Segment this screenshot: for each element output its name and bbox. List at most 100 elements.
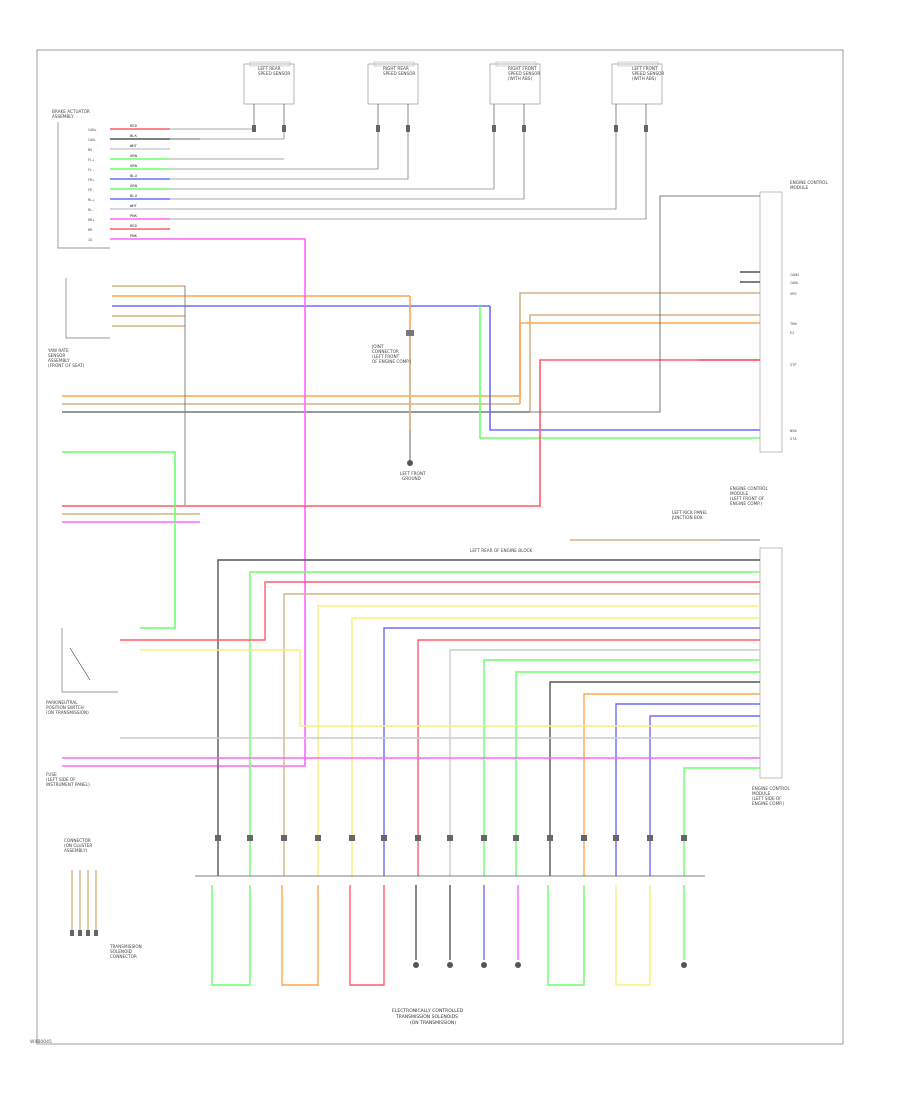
svg-text:JUNCTION BOX: JUNCTION BOX [671, 515, 703, 520]
fuse-label: FUSE (LEFT SIDE OF INSTRUMENT PANEL) [46, 772, 90, 787]
svg-text:RED: RED [130, 223, 138, 228]
svg-text:SOLENOID: SOLENOID [110, 949, 132, 954]
svg-text:IG: IG [88, 238, 92, 242]
svg-text:YAW RATE: YAW RATE [47, 348, 69, 353]
svg-text:LEFT KICK PANEL: LEFT KICK PANEL [672, 510, 708, 515]
sensor-feed-lines [170, 128, 647, 220]
svg-text:MODULE: MODULE [752, 791, 771, 796]
sensor-rr-label: RIGHT REAR [383, 66, 409, 71]
sensor-lr-label: LEFT REAR [258, 66, 281, 71]
svg-text:(LEFT SIDE OF: (LEFT SIDE OF [752, 796, 782, 801]
svg-text:(ON CLUSTER: (ON CLUSTER [64, 843, 92, 848]
svg-text:RL+: RL+ [88, 198, 95, 202]
red-line-mid [62, 359, 760, 507]
svg-text:(LEFT SIDE OF: (LEFT SIDE OF [46, 777, 76, 782]
brake-actuator-label: BRAKE ACTUATOR [52, 109, 90, 114]
green-line-left [62, 451, 176, 629]
svg-text:WHT: WHT [130, 143, 138, 148]
svg-text:GROUND: GROUND [402, 476, 421, 481]
diagram-frame [36, 49, 844, 1045]
svg-text:CANL: CANL [790, 281, 799, 285]
sensor-lf-label: LEFT FRONT [632, 66, 658, 71]
svg-text:WHT: WHT [130, 203, 138, 208]
mid-bus [62, 292, 760, 439]
svg-text:ELECTRONICALLY CONTROLLED: ELECTRONICALLY CONTROLLED [392, 1008, 464, 1014]
svg-text:RR-: RR- [88, 228, 95, 232]
sensor-right-front: RIGHT FRONT SPEED SENSOR (WITH ABS) [489, 61, 540, 125]
svg-text:MODULE: MODULE [790, 185, 809, 190]
svg-text:STP: STP [790, 363, 797, 367]
svg-text:ASSEMBLY: ASSEMBLY [48, 358, 70, 363]
svg-text:LEFT FRONT: LEFT FRONT [400, 471, 426, 476]
svg-text:BLK: BLK [130, 133, 138, 138]
svg-text:JOINT: JOINT [371, 344, 384, 349]
svg-text:SPD: SPD [790, 292, 797, 296]
svg-text:(ON TRANSMISSION): (ON TRANSMISSION) [46, 710, 89, 715]
svg-text:BLU: BLU [130, 173, 138, 178]
ecu-top-right: ENGINE CONTROL MODULE ENGINE CONTROL MOD… [530, 180, 828, 506]
svg-text:FL+: FL+ [88, 158, 95, 162]
yaw-wires [112, 285, 490, 327]
sensor-connectors [252, 125, 648, 132]
svg-text:FR+: FR+ [88, 178, 95, 182]
ecu-top-right-wires [700, 271, 760, 361]
svg-text:LEFT REAR OF ENGINE BLOCK: LEFT REAR OF ENGINE BLOCK [470, 548, 533, 553]
svg-text:CANH: CANH [790, 273, 799, 277]
svg-text:(ON TRANSMISSION): (ON TRANSMISSION) [410, 1020, 456, 1026]
svg-text:(WITH ABS): (WITH ABS) [508, 76, 532, 81]
svg-text:PNK: PNK [130, 213, 138, 218]
sensor-rf-label: RIGHT FRONT [508, 66, 537, 71]
bottom-left-connector: CONNECTOR (ON CLUSTER ASSEMBLY) TRANSMIS… [64, 838, 142, 959]
svg-text:CONNECTOR: CONNECTOR [64, 838, 91, 843]
svg-text:BS: BS [88, 148, 92, 152]
svg-text:ENGINE CONTROL: ENGINE CONTROL [752, 786, 790, 791]
svg-text:ENGINE CONTROL: ENGINE CONTROL [730, 486, 768, 491]
svg-text:CONNECTOR: CONNECTOR [110, 954, 137, 959]
svg-text:FL-: FL- [88, 168, 95, 172]
svg-text:TRANSMISSION SOLENOIDS: TRANSMISSION SOLENOIDS [395, 1014, 458, 1020]
svg-text:SENSOR: SENSOR [48, 353, 65, 358]
bottom-connector-pins [215, 835, 687, 841]
svg-text:(LEFT FRONT OF: (LEFT FRONT OF [730, 496, 765, 501]
svg-text:(WITH ABS): (WITH ABS) [632, 76, 656, 81]
svg-text:SPEED SENSOR: SPEED SENSOR [258, 71, 290, 76]
sensor-right-rear: RIGHT REAR SPEED SENSOR [367, 61, 419, 125]
yaw-rate-sensor: YAW RATE SENSOR ASSEMBLY (FRONT OF SEAT) [47, 278, 110, 368]
svg-text:RL-: RL- [88, 208, 95, 212]
svg-text:SPEED SENSOR: SPEED SENSOR [383, 71, 415, 76]
svg-text:CONNECTOR: CONNECTOR [372, 349, 399, 354]
svg-text:MODULE: MODULE [730, 491, 749, 496]
bottom-harness [120, 559, 760, 876]
ecm-bottom-right: ENGINE CONTROL MODULE (LEFT SIDE OF ENGI… [470, 510, 790, 806]
svg-text:NSW: NSW [790, 429, 797, 433]
joint-connector-mid: LEFT FRONT GROUND JOINT CONNECTOR (LEFT … [371, 330, 426, 481]
svg-text:GRN: GRN [130, 153, 138, 158]
svg-text:(LEFT FRONT: (LEFT FRONT [372, 354, 400, 359]
svg-text:THW: THW [790, 322, 797, 326]
svg-text:TRANSMISSION: TRANSMISSION [109, 944, 142, 949]
svg-text:PNK: PNK [130, 233, 138, 238]
brake-wires [110, 128, 170, 240]
brake-wire-labels: RED BLK WHT GRN GRN BLU GRN BLU WHT PNK … [130, 123, 138, 238]
sensor-left-front: LEFT FRONT SPEED SENSOR (WITH ABS) [611, 61, 664, 125]
svg-text:OF ENGINE COMP.): OF ENGINE COMP.) [372, 359, 411, 364]
svg-text:ENGINE COMP.): ENGINE COMP.) [752, 801, 784, 806]
svg-text:FUSE: FUSE [46, 772, 57, 777]
svg-text:ENGINE CONTROL: ENGINE CONTROL [790, 180, 828, 185]
svg-text:SPEED SENSOR: SPEED SENSOR [508, 71, 540, 76]
svg-text:ENGINE COMP.): ENGINE COMP.) [730, 501, 762, 506]
svg-text:E2: E2 [790, 331, 794, 335]
svg-text:POSITION SWITCH: POSITION SWITCH [46, 705, 84, 710]
svg-text:SPEED SENSOR: SPEED SENSOR [632, 71, 664, 76]
park-neutral-switch: PARK/NEUTRAL POSITION SWITCH (ON TRANSMI… [46, 628, 118, 715]
sensor-left-rear: LEFT REAR SPEED SENSOR [243, 61, 295, 125]
svg-text:CAN+: CAN+ [88, 128, 97, 132]
solenoid-module: ELECTRONICALLY CONTROLLED TRANSMISSION S… [195, 875, 705, 1026]
svg-text:FR-: FR- [88, 188, 95, 192]
svg-text:GRN: GRN [130, 183, 138, 188]
svg-text:STA: STA [790, 437, 797, 441]
svg-text:PARK/NEUTRAL: PARK/NEUTRAL [46, 700, 78, 705]
page-code: W4B0045 [30, 1040, 52, 1045]
